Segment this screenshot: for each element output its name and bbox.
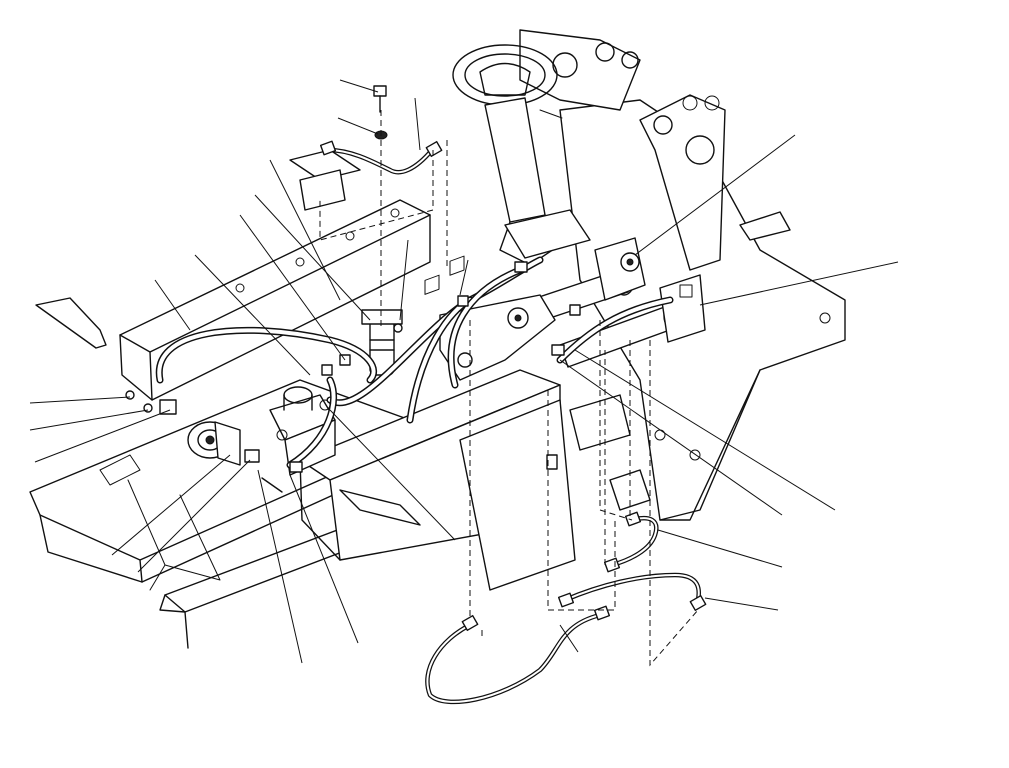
steering-cylinder-lower — [559, 274, 706, 368]
steering-pump — [187, 421, 241, 466]
rear-pivot-frame — [519, 29, 846, 521]
fasteners — [125, 85, 581, 493]
hydraulic-hoses — [155, 256, 674, 469]
pivot-link — [439, 294, 556, 381]
callout-leader-lines — [29, 79, 899, 664]
steering-column — [452, 44, 591, 266]
assembly-guide-lines — [319, 110, 699, 667]
center-frame-box — [299, 255, 576, 591]
filter-unit — [361, 309, 403, 376]
rigid-pipes — [319, 140, 707, 705]
